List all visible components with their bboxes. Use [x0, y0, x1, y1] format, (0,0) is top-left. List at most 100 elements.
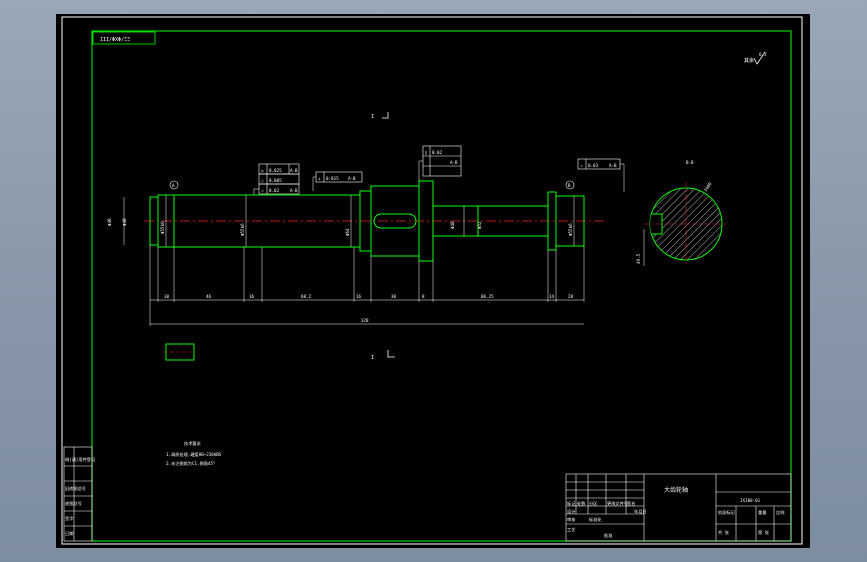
- dia-label-3: Φ64: [345, 228, 350, 236]
- svg-text:处数: 处数: [577, 500, 586, 507]
- corner-tag-box: [92, 31, 156, 45]
- svg-text:A-B: A-B: [290, 168, 298, 173]
- svg-text:比例: 比例: [776, 509, 784, 516]
- side-table-1: 旧底图总号: [65, 485, 86, 492]
- datum-a-label: A: [172, 183, 175, 188]
- seg-label-3: 68.2: [301, 294, 312, 299]
- drawing-number: JXJ08-01: [740, 498, 761, 503]
- seg-label-1: 46: [206, 294, 212, 299]
- dia-label-5: Φ52: [477, 221, 482, 229]
- shaft-outline: [149, 180, 585, 262]
- svg-text:○: ○: [261, 178, 264, 183]
- left-height-label: Φ40: [107, 218, 112, 226]
- section-view: [644, 182, 728, 266]
- tolerance-frame-1: ○ 0.005: [258, 173, 300, 185]
- section-line-top: [382, 112, 389, 119]
- dia-label-2: Φ55k6: [240, 223, 245, 236]
- side-table-2: 底图总号: [65, 500, 82, 507]
- shaft-shoulder: [418, 180, 434, 262]
- side-table-4: 日期: [65, 531, 73, 537]
- section-line-bottom: [387, 350, 395, 358]
- tolerance-frame-3: ⊥ 0.015 A-B: [315, 171, 363, 183]
- roughness-symbol: [753, 51, 766, 65]
- svg-text:0.03: 0.03: [588, 163, 599, 168]
- datum-b-label: B: [568, 183, 571, 188]
- tolerance-frame-5: ↗ 0.03 A-B: [577, 158, 621, 170]
- seg-label-6: 8: [422, 294, 425, 299]
- seg-label-5: 30: [391, 294, 397, 299]
- section-view-label: B-B: [686, 160, 694, 165]
- tolerance-frame-2: ↗ 0.02 A-B: [258, 183, 300, 195]
- section-mark-bottom: I: [371, 355, 374, 361]
- svg-text:A-B: A-B: [609, 163, 617, 168]
- datum-a-circle: [169, 180, 179, 190]
- svg-text:阶段标记: 阶段标记: [718, 509, 736, 516]
- segment-labels: 30 46 16 68.2 16 30 8 86.25 14 28: [164, 294, 574, 299]
- dia-label-6: Φ55k6: [568, 223, 573, 236]
- svg-text:第 张: 第 张: [758, 529, 770, 536]
- svg-text:A-B: A-B: [450, 160, 458, 165]
- svg-text:◎: ◎: [261, 168, 264, 173]
- svg-text:更改文件号: 更改文件号: [607, 500, 628, 507]
- part-name: 大齿轮轴: [664, 486, 688, 494]
- svg-text:0.005: 0.005: [269, 178, 282, 183]
- section-key-label: 16N9: [703, 181, 713, 193]
- inner-frame: [91, 30, 792, 542]
- svg-text:0.025: 0.025: [269, 168, 282, 173]
- svg-text:批准: 批准: [604, 532, 612, 539]
- seg-label-7: 86.25: [481, 294, 494, 299]
- side-table-0: 借(通)用件登记: [65, 456, 96, 463]
- seg-label-4: 16: [356, 294, 362, 299]
- dimension-verticals: [149, 245, 585, 326]
- title-block-labels: 标记 处数 分区 更改文件号 签名 年月日 设计 审核 工艺 批准 标准化 阶段…: [567, 500, 784, 539]
- svg-text:工艺: 工艺: [567, 527, 575, 532]
- seg-label-2: 16: [249, 294, 255, 299]
- roughness-value: 6.3: [759, 52, 767, 57]
- section-depth-label: 49.5: [636, 253, 641, 264]
- shaft-right-end: [555, 195, 585, 247]
- shaft-keyway: [373, 213, 417, 229]
- leader-lines: [253, 160, 625, 195]
- dia-label-0: Φ40: [122, 218, 127, 226]
- shaft-drawing: ΙΙΙ/ΦΧΦ/ΞΞ 其余 6.3 I I: [61, 16, 803, 545]
- dia-label-1: Φ55k6: [160, 221, 165, 234]
- svg-text:0.02: 0.02: [269, 188, 280, 193]
- svg-text:↗: ↗: [261, 188, 264, 193]
- datum-b-circle: [565, 180, 575, 190]
- tolerance-frame-4: ∥ 0.02 A-B: [422, 145, 462, 177]
- svg-text:标准化: 标准化: [589, 516, 602, 523]
- seg-label-0: 30: [164, 294, 170, 299]
- svg-text:签名: 签名: [627, 500, 635, 507]
- svg-text:设计: 设计: [567, 508, 575, 515]
- svg-text:共 张: 共 张: [718, 529, 730, 536]
- side-table-3: 签字: [65, 515, 73, 521]
- outer-frame: [61, 16, 803, 545]
- cad-viewport[interactable]: ΙΙΙ/ΦΧΦ/ΞΞ 其余 6.3 I I: [56, 14, 810, 548]
- roughness-note: 其余: [744, 57, 754, 64]
- seg-label-8: 14: [549, 294, 555, 299]
- svg-text:0.02: 0.02: [432, 150, 443, 155]
- title-block: [565, 473, 792, 542]
- tolerance-frame-0: ◎ 0.025 A-B: [258, 163, 300, 175]
- tech-req-item-1: 2.未注倒角为C1,倒角45°: [166, 460, 215, 467]
- svg-text:A-B: A-B: [290, 188, 298, 193]
- corner-tag: ΙΙΙ/ΦΧΦ/ΞΞ: [100, 37, 130, 43]
- svg-text:A-B: A-B: [348, 176, 356, 181]
- svg-text:⊥: ⊥: [318, 176, 321, 181]
- diameter-dims: [165, 195, 575, 247]
- tech-req-item-0: 1.调质处理,硬度HB~236HBS: [166, 451, 222, 458]
- dia-label-4: Φ48: [450, 221, 455, 229]
- svg-text:0.015: 0.015: [326, 176, 339, 181]
- side-table: 借(通)用件登记 旧底图总号 底图总号 签字 日期: [63, 446, 96, 542]
- section-mark-top: I: [371, 114, 374, 120]
- tech-requirements: 技术要求 1.调质处理,硬度HB~236HBS 2.未注倒角为C1,倒角45°: [166, 440, 222, 467]
- svg-text:↗: ↗: [580, 163, 583, 168]
- tech-req-title: 技术要求: [184, 440, 202, 447]
- svg-text:审核: 审核: [567, 516, 576, 523]
- svg-text:年月日: 年月日: [634, 508, 647, 515]
- diameter-labels: Φ40 Φ55k6 Φ55k6 Φ64 Φ48 Φ52 Φ55k6: [122, 218, 573, 236]
- svg-text:标记: 标记: [567, 500, 576, 507]
- shaft-neck: [433, 205, 478, 237]
- svg-text:分区: 分区: [589, 500, 597, 507]
- svg-text:∥: ∥: [425, 150, 427, 155]
